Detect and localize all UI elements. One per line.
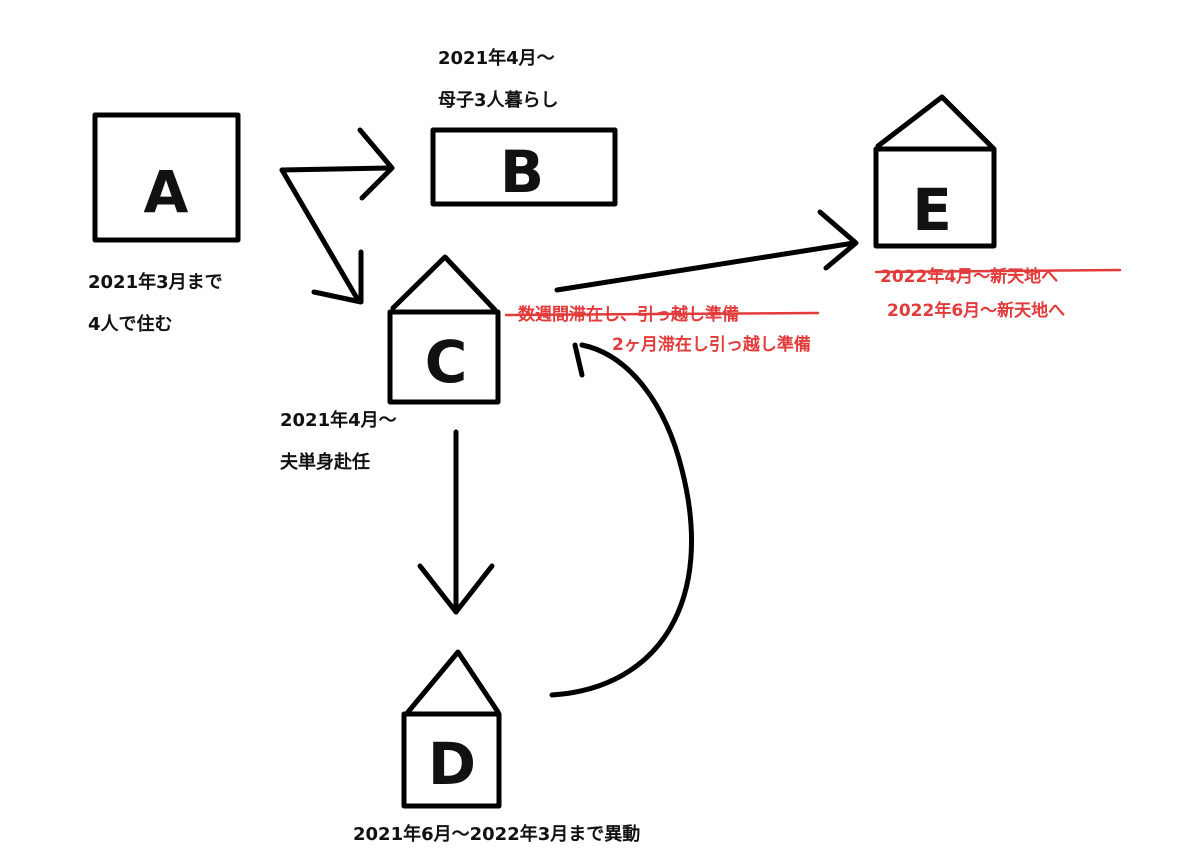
node-b-label-line-1: 2021年4月〜 bbox=[438, 47, 555, 69]
node-c-label-line-1: 2021年4月〜 bbox=[280, 409, 397, 431]
node-d: D bbox=[401, 649, 502, 809]
arrow-c-to-e-shaft bbox=[554, 240, 857, 293]
arrow-d-to-c-curve bbox=[549, 342, 694, 698]
node-e-roof bbox=[875, 94, 996, 151]
arrow-c-to-d bbox=[417, 429, 495, 615]
annotation-move-old-text: 2022年4月〜新天地へ bbox=[880, 266, 1058, 287]
arrow-a-to-b-and-c bbox=[279, 127, 395, 305]
node-b-box bbox=[430, 127, 618, 207]
arrow-c-to-e-head bbox=[817, 209, 859, 271]
node-a-letter: A bbox=[144, 158, 189, 226]
node-c-label-line-2: 夫単身赴任 bbox=[280, 451, 370, 473]
annotation-move-old-strike bbox=[874, 268, 1122, 274]
node-b: B bbox=[430, 127, 618, 207]
annotation-move-new: 2022年6月〜新天地へ bbox=[887, 300, 1065, 321]
node-a: A bbox=[92, 112, 241, 243]
node-e: E bbox=[873, 94, 997, 249]
annotation-move-old: 2022年4月〜新天地へ bbox=[874, 266, 1122, 287]
arrow-d-to-c-head bbox=[572, 342, 585, 378]
node-c-box bbox=[387, 309, 501, 405]
arrow-d-to-c bbox=[549, 342, 694, 698]
node-c-roof bbox=[390, 254, 498, 313]
node-e-box bbox=[873, 146, 997, 249]
node-d-box bbox=[401, 711, 502, 809]
node-a-label-line-2: 4人で住む bbox=[88, 313, 173, 335]
arrow-c-to-e bbox=[554, 209, 859, 293]
node-c: C bbox=[387, 254, 501, 405]
node-d-label: 2021年6月〜2022年3月まで異動 bbox=[353, 823, 640, 845]
arrow-c-to-d-head bbox=[417, 563, 495, 615]
node-d-roof bbox=[405, 649, 501, 715]
arrow-a-to-b-shaft bbox=[279, 165, 393, 173]
arrow-a-to-b-head bbox=[357, 127, 395, 201]
node-e-letter: E bbox=[912, 176, 952, 244]
node-b-label-line-2: 母子3人暮らし bbox=[438, 90, 559, 111]
node-d-letter: D bbox=[428, 730, 476, 798]
arrow-a-to-c-head bbox=[311, 249, 364, 305]
node-b-letter: B bbox=[500, 138, 544, 206]
node-c-letter: C bbox=[425, 328, 468, 396]
arrow-a-to-c-shaft bbox=[279, 167, 361, 303]
annotation-stay-new: 2ヶ月滞在し引っ越し準備 bbox=[612, 334, 811, 355]
node-a-label-line-1: 2021年3月まで bbox=[88, 271, 223, 293]
annotation-stay-old: 数週間滞在し、引っ越し準備 bbox=[504, 304, 820, 325]
annotation-stay-old-strike bbox=[504, 311, 820, 317]
node-a-box bbox=[92, 112, 241, 243]
